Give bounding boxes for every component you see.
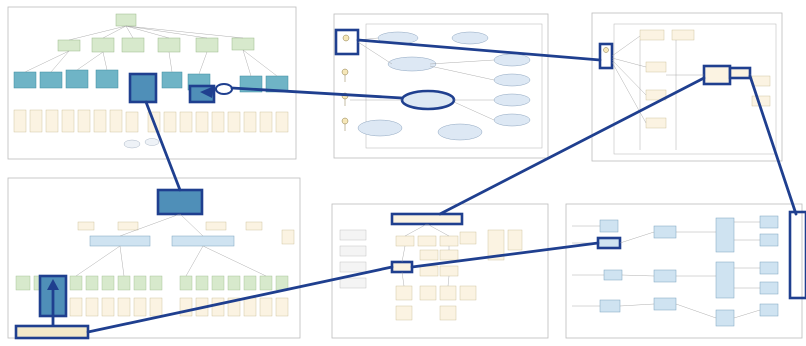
arrowhead-function-icon <box>47 279 59 290</box>
usecase-diagram-panel <box>333 13 549 159</box>
usecase-actors <box>341 68 349 131</box>
internal-block-parts <box>599 215 779 327</box>
arrowhead-requirement-icon <box>200 86 214 98</box>
block-definition-blocks <box>395 229 523 321</box>
requirement-root[interactable] <box>115 13 137 27</box>
block-definition-panel <box>331 203 549 339</box>
sequence-lifeline-right-highlight[interactable] <box>728 66 752 80</box>
trace-usecase-to-sequence <box>356 38 602 62</box>
trace-usecase-to-requirement <box>230 86 404 100</box>
requirements-node-highlight[interactable] <box>128 72 158 104</box>
trace-requirement-to-function <box>144 100 182 192</box>
function-tree-green-row <box>15 275 289 291</box>
internal-block-edge-highlight[interactable] <box>788 210 806 300</box>
block-definition-left-list <box>339 229 367 289</box>
function-tree-root-highlight[interactable] <box>156 188 204 216</box>
internal-block-panel <box>565 203 806 339</box>
trace-arrowheads <box>47 86 214 290</box>
requirements-tree-panel <box>7 6 297 160</box>
function-tree-lines <box>75 213 267 277</box>
sequence-lifeline-highlight[interactable] <box>702 64 732 86</box>
requirement-notes <box>123 138 160 149</box>
usecase-highlight-ellipse[interactable] <box>400 89 456 111</box>
internal-block-flows <box>572 221 761 319</box>
function-tree-footer-highlight[interactable] <box>14 324 90 340</box>
trace-function-to-block <box>86 265 394 334</box>
usecase-ellipses <box>357 31 531 141</box>
function-tree-leaves <box>69 297 289 317</box>
block-definition-item-highlight[interactable] <box>390 260 414 274</box>
requirement-tree-lines <box>24 25 278 77</box>
usecase-associations <box>350 37 495 121</box>
internal-block-port-highlight[interactable] <box>596 236 622 250</box>
trace-block-to-sequence <box>438 76 706 216</box>
sequence-diagram-panel <box>591 12 783 162</box>
block-definition-header-highlight[interactable] <box>390 212 464 226</box>
requirement-level-2 <box>57 37 255 53</box>
function-tree-cream-row-1 <box>77 221 295 245</box>
block-definition-relations <box>401 223 450 287</box>
trace-sequence-to-internal <box>748 74 798 216</box>
function-tree-panel <box>7 177 301 340</box>
trace-connectors <box>86 38 798 334</box>
usecase-system-boundary <box>365 23 543 149</box>
trace-block-to-internal <box>410 241 600 269</box>
sequence-lifeline-heads <box>639 29 771 129</box>
